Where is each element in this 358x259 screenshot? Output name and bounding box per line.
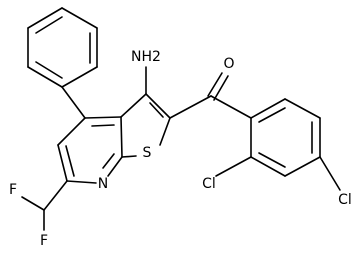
double-bond-inner <box>149 102 164 118</box>
phenyl-ring <box>27 7 98 88</box>
chlorine-para-label: Cl <box>338 192 352 208</box>
bond <box>120 116 123 158</box>
double-bond-inner <box>102 153 115 169</box>
bond-carbonyl-double <box>207 72 223 97</box>
bond <box>57 117 86 146</box>
bond-phenyl-to-core <box>61 86 86 119</box>
bond <box>61 7 98 29</box>
bond <box>121 155 137 158</box>
double-bond-inner <box>65 145 75 177</box>
pyridine-nitrogen-label: N <box>98 176 108 192</box>
bond <box>57 144 68 182</box>
dichlorophenyl-ring <box>250 98 321 177</box>
bond-to-chlorine-ortho <box>215 156 252 177</box>
bond <box>43 180 68 211</box>
pyridine-ring <box>57 116 123 184</box>
amino-label: NH2 <box>131 49 161 65</box>
bond <box>284 156 321 177</box>
thiophene-sulfur-label: S <box>143 145 152 161</box>
chlorine-ortho-label: Cl <box>202 176 216 192</box>
difluoromethyl-group <box>21 180 68 231</box>
fluorine-label-1: F <box>9 182 17 198</box>
bond <box>284 98 321 119</box>
bond <box>27 66 63 88</box>
bond <box>169 95 212 119</box>
double-bond-inner <box>258 152 286 168</box>
bond <box>84 116 122 119</box>
bond <box>250 98 286 119</box>
double-bond-inner <box>91 124 115 127</box>
thiophene-ring <box>120 93 171 158</box>
bond-to-chlorine-para <box>319 156 341 191</box>
double-bond-inner <box>258 107 286 123</box>
bond <box>250 156 286 177</box>
bond <box>145 93 171 119</box>
carbonyl-group <box>169 72 252 119</box>
double-bond-inner <box>35 16 63 34</box>
fluorine-label-2: F <box>40 233 48 249</box>
carbonyl-oxygen-label: O <box>223 56 234 72</box>
double-bond-inner <box>35 61 63 79</box>
bond <box>159 117 171 146</box>
bond <box>61 66 98 88</box>
bond <box>27 7 63 29</box>
bond <box>120 93 147 118</box>
bond <box>107 156 123 177</box>
bond-carbonyl-double <box>213 75 229 101</box>
bond <box>210 95 252 119</box>
bond <box>21 196 45 211</box>
bond <box>66 180 97 184</box>
